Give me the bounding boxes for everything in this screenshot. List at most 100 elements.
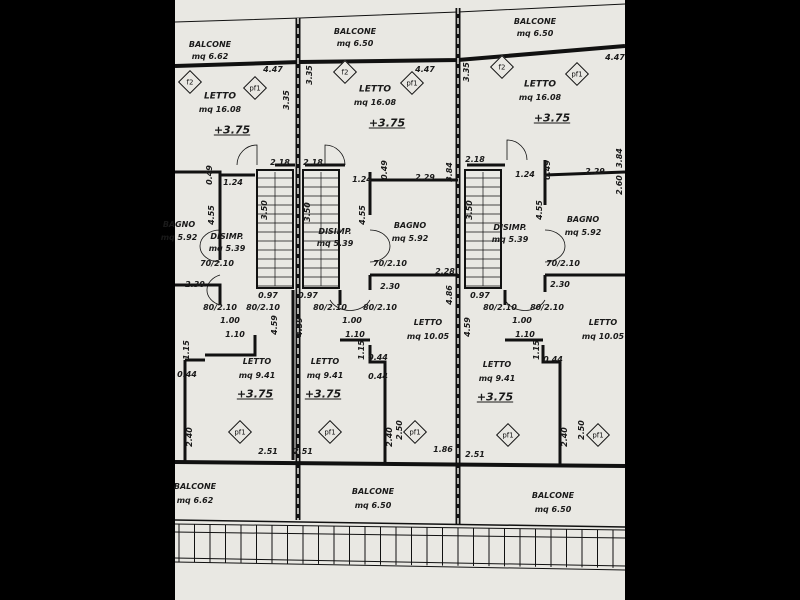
dimension-label: 1.24	[352, 175, 372, 184]
dimension-label: 2.30	[380, 282, 400, 291]
window-tag-label: pf1	[324, 428, 336, 436]
elevation-mark: +3.75	[533, 111, 571, 125]
room-area: mq 16.08	[353, 98, 397, 107]
dimension-label: 2.40	[185, 427, 194, 447]
dimension-label: 3.35	[462, 62, 471, 82]
dimension-label: 0.97	[470, 291, 490, 300]
elevation-mark: +3.75	[476, 390, 514, 404]
room-area: mq 5.39	[491, 235, 529, 244]
room-area: mq 9.41	[478, 374, 516, 383]
top-balcony-edge	[175, 3, 625, 23]
room-name: DISIMP.	[493, 223, 527, 232]
dimension-label: 2.30	[185, 280, 205, 289]
dimension-label: 3.35	[282, 90, 291, 110]
room-name: LETTO	[242, 357, 272, 366]
room-area: mq 5.39	[208, 244, 246, 253]
room-name: LETTO	[310, 357, 340, 366]
dimension-label: 4.47	[605, 53, 625, 62]
dimension-label: 2.51	[293, 447, 313, 456]
room-name: LETTO	[523, 79, 557, 90]
room-area: mq 5.92	[564, 228, 602, 237]
dimension-label: 80/2.10	[363, 303, 397, 312]
room-area: mq 9.41	[306, 371, 344, 380]
dimension-label: 2.51	[258, 447, 278, 456]
dimension-label: 80/2.10	[203, 303, 237, 312]
bottom-facade-wall	[175, 460, 625, 468]
dimension-label: 0.49	[380, 160, 389, 180]
dimension-label: 2.40	[385, 427, 394, 447]
dimension-label: 80/2.10	[483, 303, 517, 312]
dimension-label: 1.15	[357, 340, 366, 360]
top-facade-wall	[175, 44, 625, 68]
dimension-label: 80/2.10	[246, 303, 280, 312]
dimension-label: 4.59	[270, 315, 279, 335]
window-tag-label: pf1	[502, 431, 514, 439]
room-name: LETTO	[588, 318, 618, 327]
dimension-label: 1.10	[345, 330, 365, 339]
dimension-label: 4.55	[535, 200, 544, 220]
dimension-label: 70/2.10	[546, 259, 580, 268]
door-swings	[199, 139, 566, 311]
dimension-label: 0.44	[543, 355, 563, 364]
balcony-area: mq 6.50	[354, 501, 392, 510]
dimension-label: 2.51	[465, 450, 485, 459]
balcony-area: mq 6.50	[336, 39, 374, 48]
dimension-label: 70/2.10	[373, 259, 407, 268]
dimension-label: 1.15	[532, 340, 541, 360]
dimension-label: 3.50	[465, 200, 474, 220]
dimension-label: 4.86	[445, 285, 454, 305]
dimension-label: 4.59	[463, 317, 472, 337]
dimension-label: 0.49	[543, 160, 552, 180]
room-name: LETTO	[482, 360, 512, 369]
balcony-name: BALCONE	[333, 27, 377, 36]
dimension-label: 4.59	[295, 317, 304, 337]
dimension-label: 1.00	[220, 316, 240, 325]
room-name: BAGNO	[566, 215, 600, 224]
elevation-mark: +3.75	[368, 116, 406, 130]
room-area: mq 16.08	[518, 93, 562, 102]
window-tag-label: pf1	[571, 70, 583, 78]
dimension-label: 0.97	[298, 291, 318, 300]
room-area: mq 10.05	[581, 332, 625, 341]
balcony-name: BALCONE	[513, 17, 557, 26]
dimension-label: 1.15	[182, 340, 191, 360]
dimension-label: 1.00	[342, 316, 362, 325]
dimension-label: 3.50	[303, 202, 312, 222]
elevation-mark: +3.75	[213, 123, 251, 137]
window-tag-label: pf1	[249, 84, 261, 92]
dimension-label: 80/2.10	[530, 303, 564, 312]
dimension-label: 4.47	[415, 65, 435, 74]
balcony-name: BALCONE	[173, 482, 217, 491]
dimension-label: 3.35	[305, 65, 314, 85]
elevation-mark: +3.75	[236, 387, 274, 401]
room-area: mq 16.08	[198, 105, 242, 114]
balcony-name: BALCONE	[351, 487, 395, 496]
room-name: LETTO	[203, 91, 237, 102]
dimension-label: 2.18	[465, 155, 485, 164]
dimension-label: 4.55	[207, 205, 216, 225]
balustrade	[175, 523, 625, 571]
balcony-area: mq 6.50	[516, 29, 554, 38]
room-area: mq 5.39	[316, 239, 354, 248]
window-tag-label: f2	[186, 78, 194, 86]
dimension-label: 1.10	[225, 330, 245, 339]
room-name: DISIMP.	[318, 227, 352, 236]
dimension-label: 0.44	[177, 370, 197, 379]
dimension-label: 2.18	[303, 158, 323, 167]
dimension-label: 1.24	[223, 178, 243, 187]
dimension-label: 2.18	[270, 158, 290, 167]
room-area: mq 5.92	[391, 234, 429, 243]
room-name: BAGNO	[393, 221, 427, 230]
dimension-label: 0.49	[205, 165, 214, 185]
floor-plan-walls	[175, 3, 625, 571]
dimension-label: 1.24	[515, 170, 535, 179]
room-name: BAGNO	[162, 220, 196, 229]
dimension-label: 70/2.10	[200, 259, 234, 268]
dimension-label: 2.50	[395, 420, 404, 440]
balcony-name: BALCONE	[531, 491, 575, 500]
balcony-area: mq 6.50	[534, 505, 572, 514]
window-tag-label: f2	[341, 68, 349, 76]
dimension-label: 1.86	[433, 445, 453, 454]
